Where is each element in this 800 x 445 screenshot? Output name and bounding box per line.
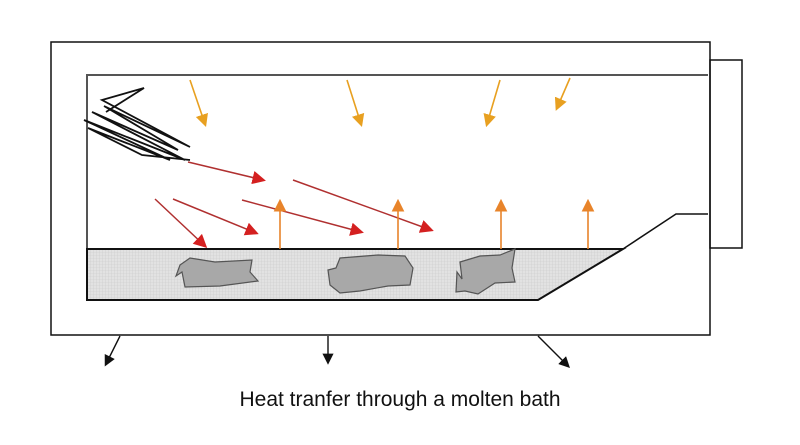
solid-charge-3: [455, 248, 516, 295]
roof-arrow: [189, 79, 208, 128]
hearth-ramp: [622, 213, 708, 250]
solid-charge-2: [327, 254, 414, 294]
bath-emission-arrows: [273, 198, 595, 249]
flame-arrow: [292, 179, 434, 233]
flue-box: [709, 59, 743, 249]
roof-radiation-arrows: [189, 77, 571, 128]
flame-arrow: [172, 198, 259, 236]
flame-arrow: [241, 199, 364, 236]
roof-arrow: [346, 79, 365, 128]
burner-flame: [83, 87, 191, 161]
roof-arrow: [554, 77, 571, 111]
wall-loss-arrows: [104, 335, 570, 368]
roof-arrow: [483, 79, 501, 128]
diagram-caption: Heat tranfer through a molten bath: [239, 388, 561, 411]
loss-arrow: [537, 335, 570, 368]
furnace-inner-chamber: [86, 74, 708, 300]
flame-arrow: [154, 198, 208, 249]
solid-charge-1: [174, 257, 260, 288]
loss-arrow: [104, 335, 121, 367]
flame-arrow: [187, 161, 266, 185]
flame-radiation-arrows: [154, 161, 434, 249]
